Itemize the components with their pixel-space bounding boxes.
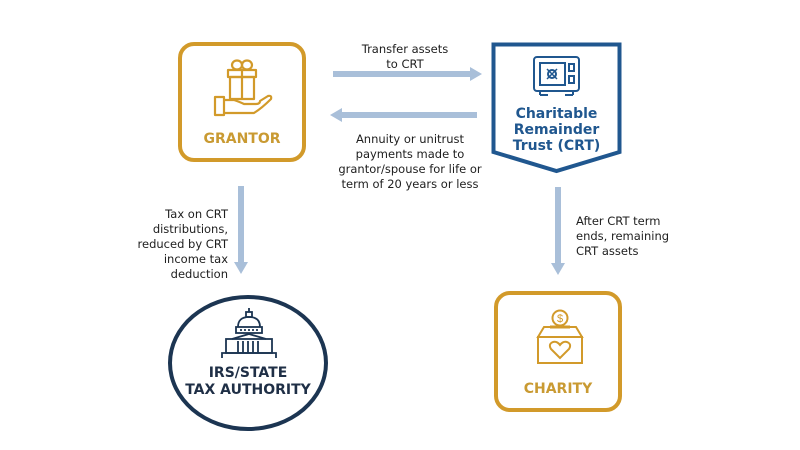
irs-label: IRS/STATE TAX AUTHORITY	[172, 365, 324, 399]
crt-label-line: Charitable	[515, 106, 598, 122]
remainder-label-line: ends, remaining	[576, 229, 670, 243]
tax-label-line: income tax	[163, 252, 228, 266]
payments-label-line: term of 20 years or less	[341, 177, 479, 191]
irs-label-line: TAX AUTHORITY	[185, 382, 311, 398]
grantor-label: GRANTOR	[203, 131, 281, 147]
transfer-label-line: Transfer assets	[361, 42, 449, 56]
payments-label-line: grantor/spouse for life or	[338, 162, 482, 176]
tax-label-line: Tax on CRT	[165, 207, 228, 221]
crt-node: Charitable Remainder Trust (CRT)	[491, 42, 622, 174]
crt-label-line: Trust (CRT)	[512, 138, 601, 154]
charity-label: CHARITY	[523, 381, 593, 397]
crt-shield-border	[491, 42, 622, 174]
tax-label-line: deduction	[170, 267, 228, 281]
gift-in-hand-icon	[213, 59, 273, 117]
transfer-label: Transfer assets to CRT	[345, 42, 465, 72]
donation-box-heart-icon: $	[536, 309, 584, 364]
crt-label: Charitable Remainder Trust (CRT)	[491, 106, 622, 154]
crt-label-line: Remainder	[513, 122, 600, 138]
irs-node: IRS/STATE TAX AUTHORITY	[168, 295, 328, 431]
safe-icon	[533, 56, 580, 96]
irs-label-line: IRS/STATE	[208, 365, 288, 381]
grantor-node: GRANTOR	[178, 42, 306, 162]
remainder-label: After CRT term ends, remaining CRT asset…	[576, 214, 686, 259]
payments-label-line: Annuity or unitrust	[355, 132, 465, 146]
svg-text:$: $	[557, 313, 563, 325]
remainder-label-line: CRT assets	[576, 244, 639, 258]
tax-label: Tax on CRT distributions, reduced by CRT…	[120, 207, 228, 282]
capitol-building-icon	[221, 308, 277, 358]
tax-label-line: distributions,	[152, 222, 228, 236]
payments-label-line: payments made to	[355, 147, 465, 161]
tax-label-line: reduced by CRT	[137, 237, 228, 251]
payments-label: Annuity or unitrust payments made to gra…	[330, 132, 490, 192]
charity-node: $ CHARITY	[494, 291, 622, 412]
transfer-label-line: to CRT	[386, 57, 424, 71]
remainder-label-line: After CRT term	[576, 214, 661, 228]
